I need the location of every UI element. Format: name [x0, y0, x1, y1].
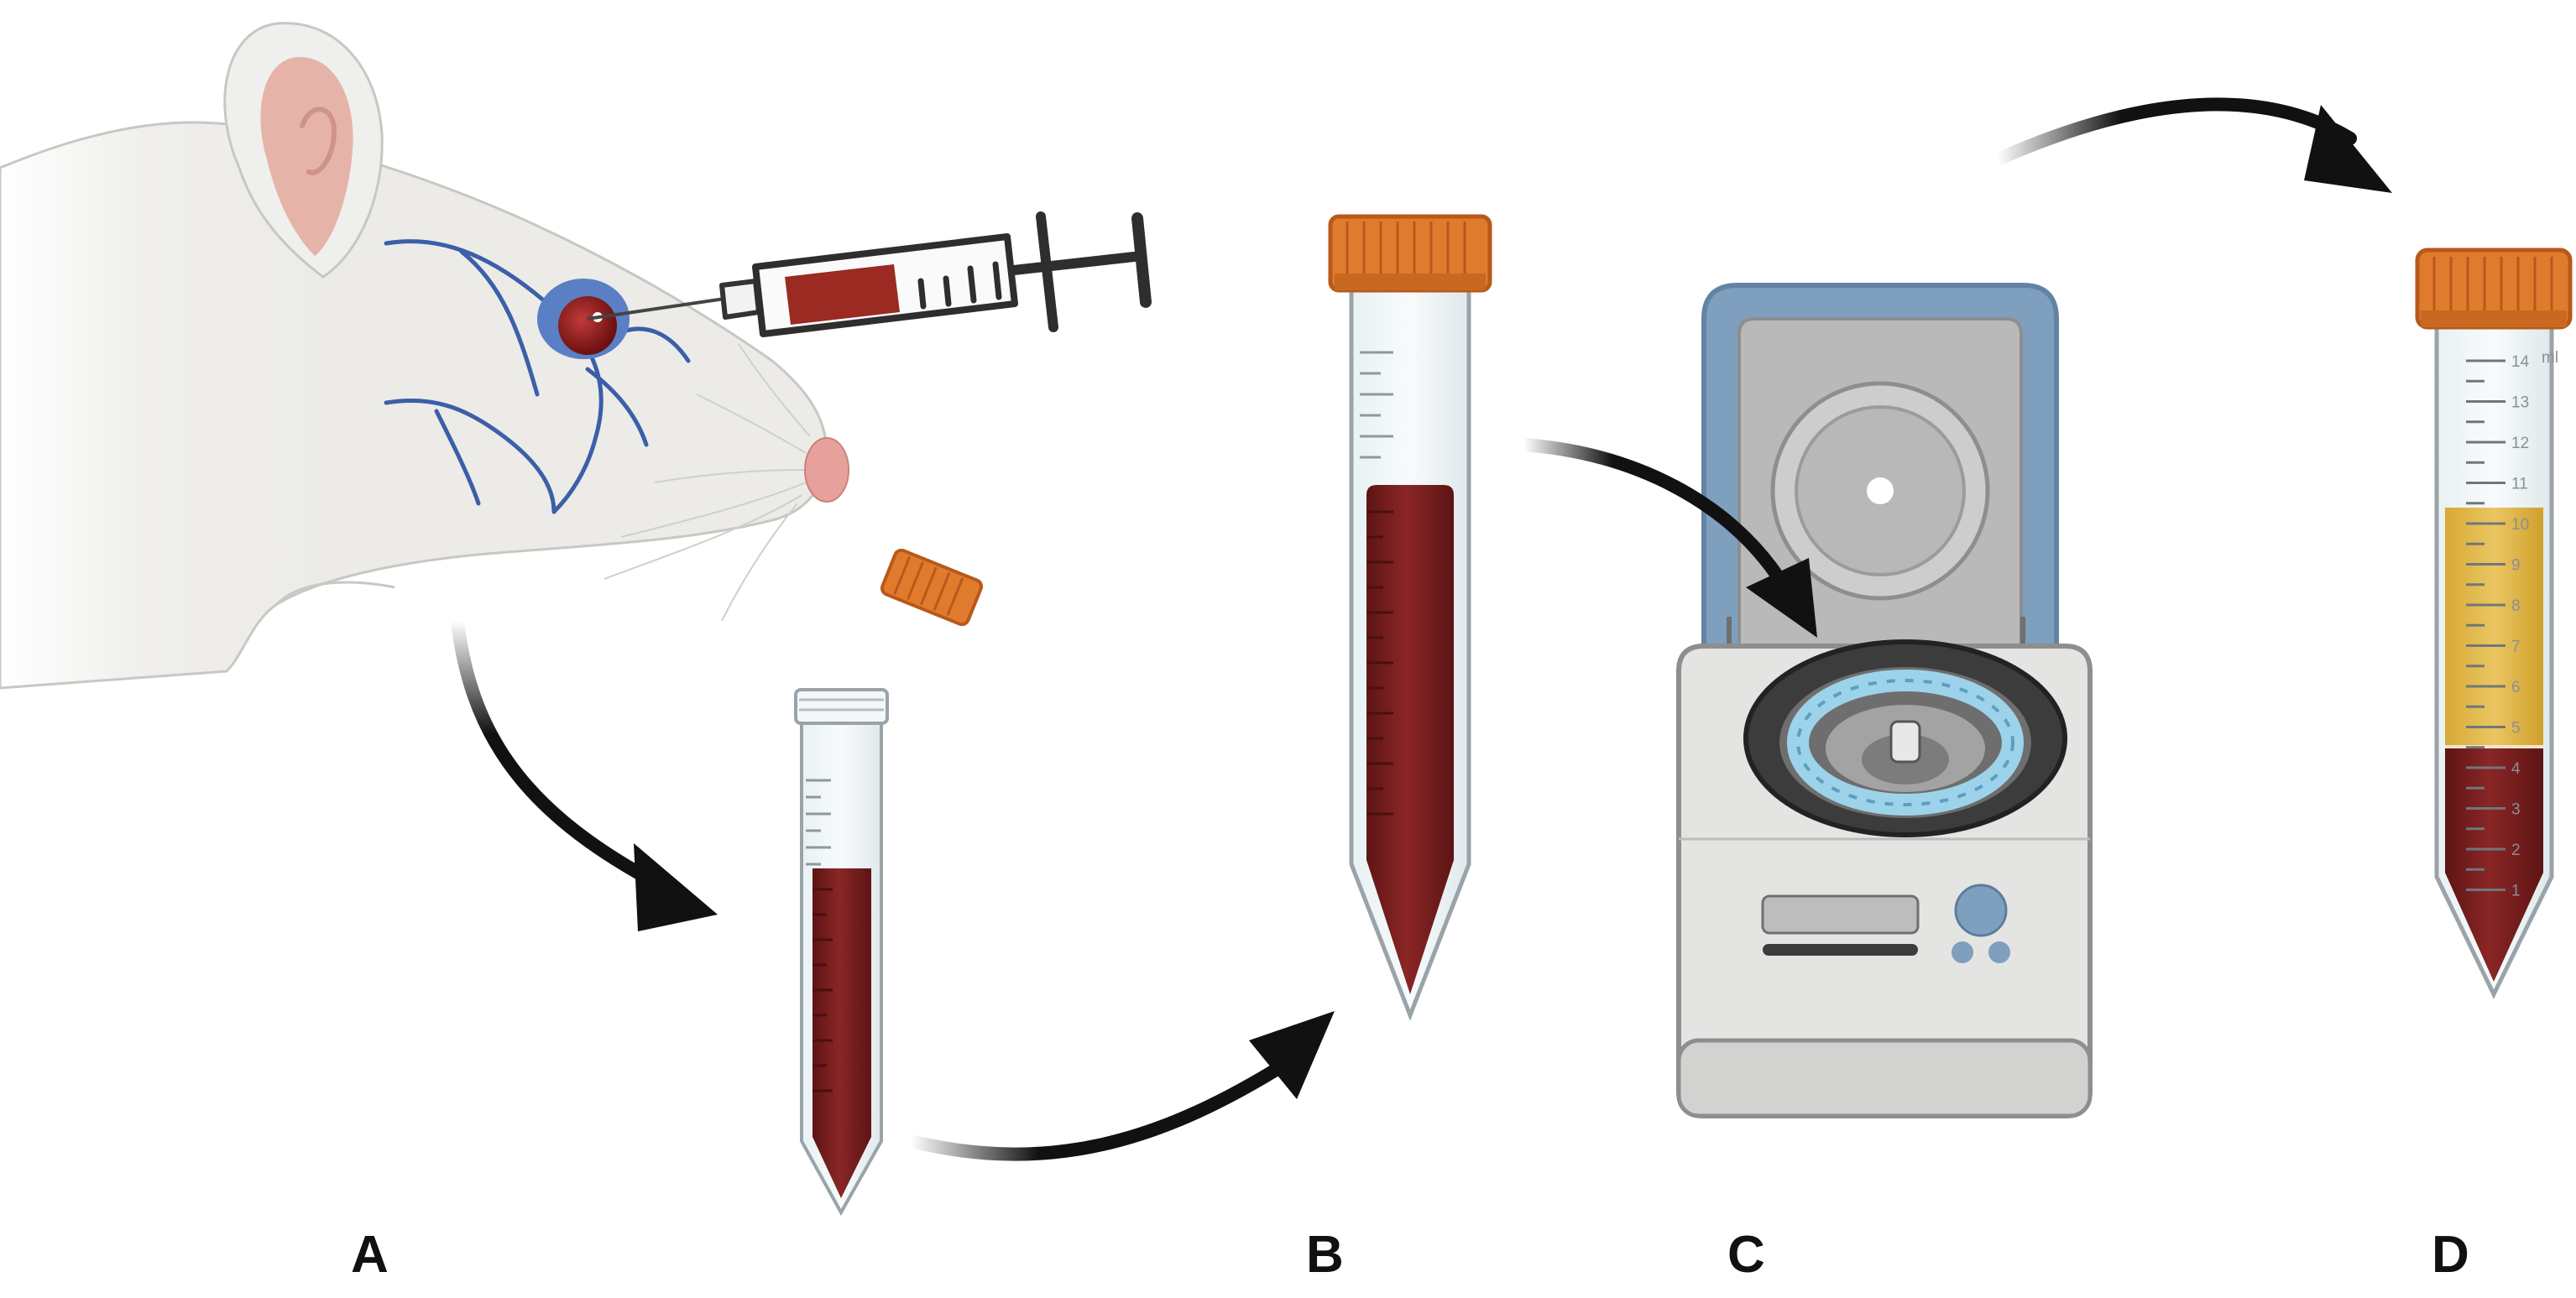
panel-label-d: D	[2432, 1226, 2469, 1284]
syringe-icon	[587, 211, 1152, 337]
flow-arrow-icon	[451, 97, 2392, 1161]
centrifuge-icon	[1676, 283, 2093, 1118]
panel-label-a: A	[351, 1226, 389, 1284]
tube-scale-label: 10	[2511, 516, 2529, 534]
rat-icon	[0, 22, 849, 690]
separated-tube-icon: 14 13 12 11 10 9 8 7 6 5 4 3 2 1 ml	[2415, 248, 2573, 999]
tube-cap-icon	[880, 548, 984, 627]
tube-scale-ticks	[2466, 359, 2505, 891]
tube-scale-label: 5	[2511, 720, 2521, 738]
panel-label-b: B	[1306, 1226, 1344, 1284]
tube-scale-label: 7	[2511, 639, 2521, 656]
tube-scale-label: 3	[2511, 801, 2521, 819]
tube-scale-label: 9	[2511, 557, 2521, 575]
tube-scale-label: 8	[2511, 597, 2521, 615]
tube-scale-label: 1	[2511, 883, 2521, 900]
panel-label-c: C	[1727, 1226, 1765, 1284]
conical-tube-icon	[1328, 214, 1492, 1021]
collection-tube-icon	[794, 688, 889, 1217]
tube-scale-label: 4	[2511, 760, 2521, 778]
tube-scale-label: 6	[2511, 679, 2521, 696]
tube-scale-label: 14	[2511, 353, 2530, 371]
tube-scale-label: 12	[2511, 435, 2529, 452]
tube-scale-label: 2	[2511, 842, 2521, 859]
tube-scale-label: 11	[2511, 476, 2528, 493]
tube-scale-labels: 14 13 12 11 10 9 8 7 6 5 4 3 2 1	[2511, 353, 2530, 900]
tube-scale-unit: ml	[2542, 349, 2558, 367]
tube-scale-label: 13	[2511, 394, 2529, 412]
